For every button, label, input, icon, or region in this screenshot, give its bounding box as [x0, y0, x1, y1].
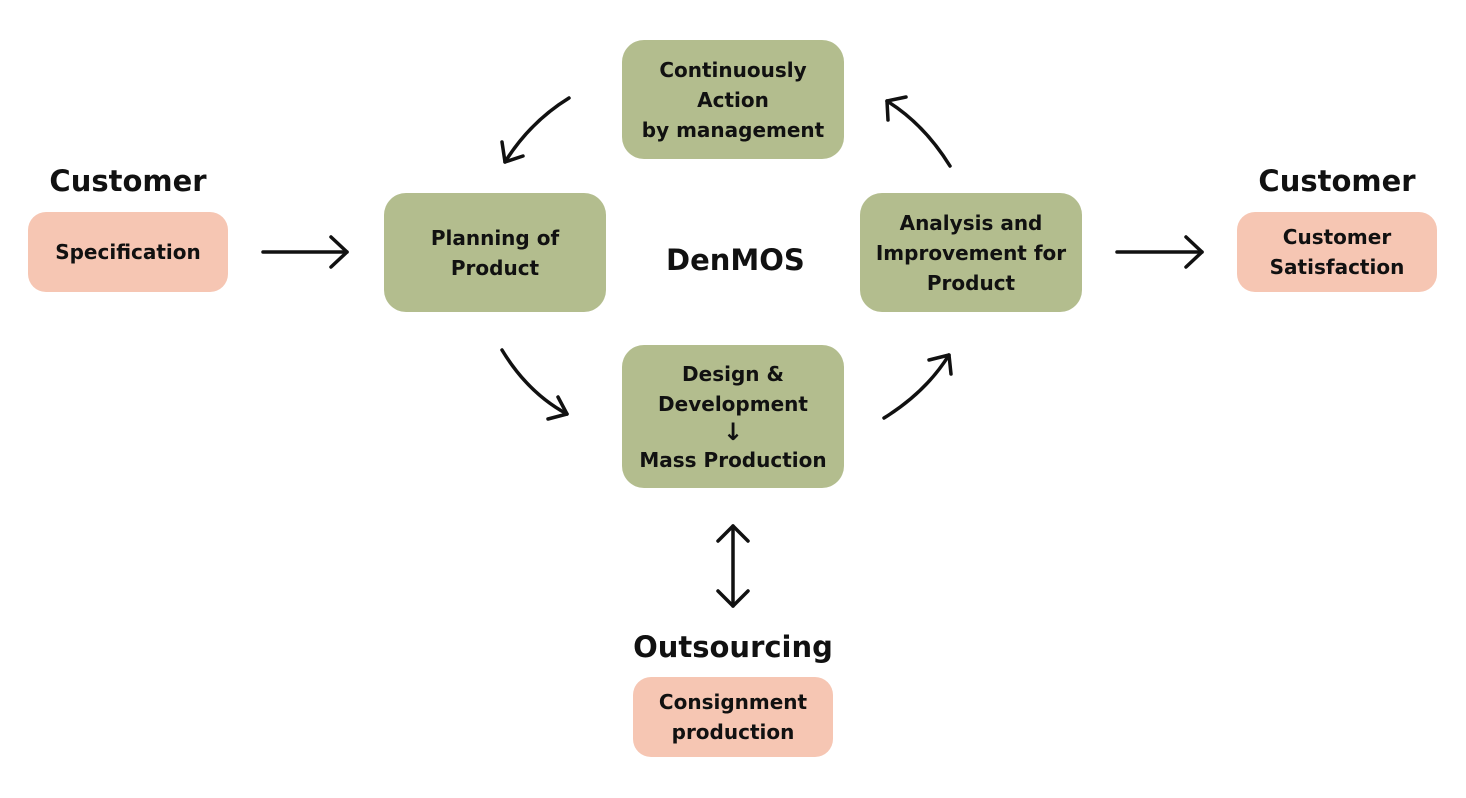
specification-label: Specification — [55, 240, 201, 264]
arrow-design-to-analysis — [882, 353, 953, 420]
down-arrow-icon: ↓ — [722, 417, 744, 446]
node-line: Action — [697, 87, 769, 112]
arrow-planning-to-design — [500, 348, 569, 421]
specification-box: Specification — [28, 212, 228, 292]
arrow-analysis-to-top — [885, 95, 952, 168]
right-customer-heading: Customer — [1258, 164, 1416, 198]
analysis-box: Analysis and Improvement for Product — [860, 193, 1082, 312]
planning-box: Planning of Product — [384, 193, 606, 312]
arrow-spec-to-planning — [261, 235, 349, 269]
design-development-box: Design & Development ↓ Mass Production — [622, 345, 844, 488]
consignment-production-box: Consignment production — [633, 677, 833, 757]
node-line: Continuously — [659, 57, 807, 82]
denmos-label: DenMOS — [666, 243, 805, 277]
continuous-action-box: Continuously Action by management — [622, 40, 844, 159]
node-line: Analysis and — [899, 210, 1043, 235]
consignment-line: Consignment — [658, 690, 808, 714]
node-line: Product — [450, 255, 540, 280]
node-line: Design & — [682, 361, 784, 386]
arrow-analysis-to-satisfaction — [1115, 235, 1204, 269]
satisfaction-line: Satisfaction — [1269, 255, 1405, 279]
node-line: Mass Production — [639, 447, 827, 472]
node-line: Development — [658, 391, 808, 416]
satisfaction-line: Customer — [1282, 225, 1392, 249]
customer-satisfaction-box: Customer Satisfaction — [1237, 212, 1437, 292]
left-customer-heading: Customer — [49, 164, 207, 198]
arrow-top-to-planning — [500, 96, 571, 164]
consignment-line: production — [671, 720, 795, 744]
node-line: Product — [926, 270, 1016, 295]
arrow-design-outsourcing-bidirectional — [716, 524, 750, 608]
node-line: by management — [641, 117, 825, 142]
node-line: Planning of — [430, 225, 560, 250]
node-line: Improvement for — [875, 240, 1067, 265]
outsourcing-heading: Outsourcing — [633, 630, 833, 664]
